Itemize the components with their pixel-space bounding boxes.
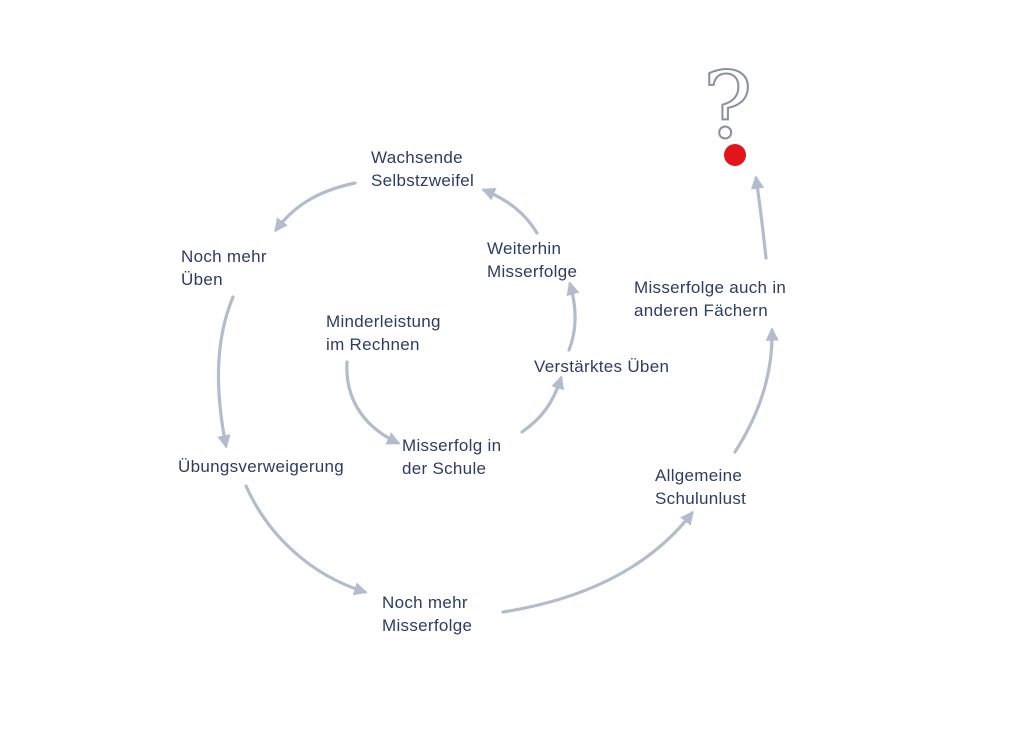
node-wachsende-selbstzweifel-line2: Selbstzweifel <box>371 171 475 190</box>
arrow-verstaerktes-to-weiterhin <box>566 281 580 352</box>
node-wachsende-selbstzweifel-line1: Wachsende <box>371 148 463 167</box>
node-noch-mehr-misserfolge: Noch mehr Misserfolge <box>382 591 472 637</box>
node-misserfolge-andere-faecher-line2: anderen Fächern <box>634 301 768 320</box>
arrow-misserfolg-to-verstaerktes <box>520 375 565 434</box>
node-allgemeine-schulunlust: Allgemeine Schulunlust <box>655 464 746 510</box>
arrow-weiterhin-to-selbstzweifel <box>481 187 539 235</box>
arrow-andere-faecher-to-question <box>750 175 768 260</box>
node-allgemeine-schulunlust-line2: Schulunlust <box>655 489 747 508</box>
node-noch-mehr-ueben: Noch mehr Üben <box>181 245 267 291</box>
arrow-verweigerung-to-noch-mehr-misserfolge <box>244 484 368 596</box>
node-misserfolg-schule-line1: Misserfolg in <box>402 436 502 455</box>
node-allgemeine-schulunlust-line1: Allgemeine <box>655 466 743 485</box>
question-mark-icon: ? <box>702 52 753 159</box>
arrow-selbstzweifel-to-noch-mehr-ueben <box>274 181 357 233</box>
node-weiterhin-misserfolge: Weiterhin Misserfolge <box>487 237 577 283</box>
arrow-noch-mehr-misserfolge-to-schulunlust <box>501 510 694 614</box>
red-dot-icon <box>724 144 746 166</box>
arrow-schulunlust-to-andere-faecher <box>733 327 779 454</box>
node-weiterhin-misserfolge-line2: Misserfolge <box>487 262 578 281</box>
node-minderleistung-line2: im Rechnen <box>326 335 420 354</box>
node-noch-mehr-ueben-line1: Noch mehr <box>181 247 267 266</box>
node-misserfolge-andere-faecher-line1: Misserfolge auch in <box>634 278 787 297</box>
node-noch-mehr-misserfolge-line1: Noch mehr <box>382 593 468 612</box>
node-noch-mehr-ueben-line2: Üben <box>181 270 223 289</box>
node-verstaerktes-ueben-line1: Verstärktes Üben <box>534 357 670 376</box>
arrow-noch-mehr-ueben-to-verweigerung <box>216 295 235 449</box>
node-noch-mehr-misserfolge-line2: Misserfolge <box>382 616 473 635</box>
node-misserfolg-schule-line2: der Schule <box>402 459 487 478</box>
node-misserfolge-andere-faecher: Misserfolge auch in anderen Fächern <box>634 276 786 322</box>
node-weiterhin-misserfolge-line1: Weiterhin <box>487 239 562 258</box>
node-wachsende-selbstzweifel: Wachsende Selbstzweifel <box>371 146 474 192</box>
node-uebungsverweigerung: Übungsverweigerung <box>178 455 344 478</box>
node-verstaerktes-ueben: Verstärktes Üben <box>534 355 669 378</box>
node-minderleistung-line1: Minderleistung <box>326 312 441 331</box>
node-misserfolg-schule: Misserfolg in der Schule <box>402 434 501 480</box>
node-uebungsverweigerung-line1: Übungsverweigerung <box>178 457 345 476</box>
arrow-minderleistung-to-misserfolg <box>345 360 401 445</box>
node-minderleistung: Minderleistung im Rechnen <box>326 310 441 356</box>
